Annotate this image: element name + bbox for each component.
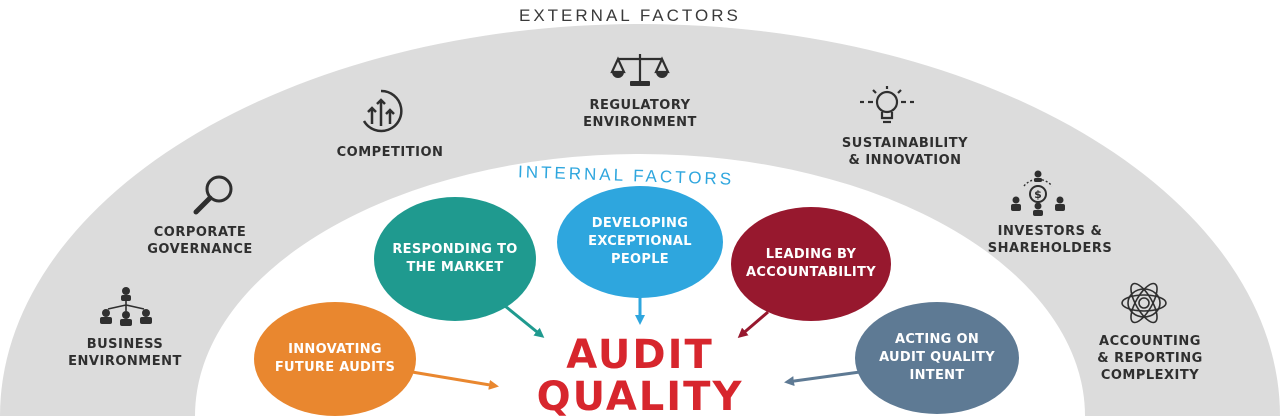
arrow-innovating: [411, 370, 499, 390]
lightbulb-icon: [860, 86, 914, 124]
internal-factor-innovating-future-audits: INNOVATING FUTURE AUDITS: [254, 302, 416, 416]
external-factors-arc: [0, 24, 1280, 416]
external-factor-regulatory-environment: REGULATORY ENVIRONMENT: [583, 98, 697, 130]
arrow-acting: [784, 370, 861, 387]
investors-icon: $: [1011, 170, 1065, 216]
external-factors-heading: EXTERNAL FACTORS: [519, 6, 741, 25]
network-sphere-icon: [1121, 282, 1167, 324]
external-factor-competition: COMPETITION: [336, 145, 444, 160]
scales-icon: [610, 54, 670, 86]
svg-text:$: $: [1034, 188, 1042, 201]
growth-arrows-icon: [362, 89, 403, 133]
people-network-icon: [100, 287, 152, 326]
magnifier-icon: [193, 175, 233, 215]
external-factor-sustainability-innovation: SUSTAINABILITY & INNOVATION: [841, 136, 969, 168]
internal-factor-acting-on-audit-quality-intent: ACTING ON AUDIT QUALITY INTENT: [855, 302, 1019, 414]
arrow-responding: [504, 304, 545, 338]
arrow-leading: [737, 310, 769, 338]
internal-factor-leading-by-accountability: LEADING BY ACCOUNTABILITY: [731, 207, 891, 321]
external-factor-corporate-governance: CORPORATE GOVERNANCE: [147, 225, 253, 257]
external-factor-investors-shareholders: INVESTORS & SHAREHOLDERS: [987, 224, 1113, 256]
audit-quality-title: AUDIT QUALITY: [536, 332, 744, 416]
internal-factor-developing-exceptional-people: DEVELOPING EXCEPTIONAL PEOPLE: [557, 186, 723, 298]
internal-factor-responding-to-market: RESPONDING TO THE MARKET: [374, 197, 536, 321]
external-factor-business-environment: BUSINESS ENVIRONMENT: [68, 337, 182, 369]
external-factor-accounting-reporting-complexity: ACCOUNTING & REPORTING COMPLEXITY: [1097, 334, 1203, 383]
